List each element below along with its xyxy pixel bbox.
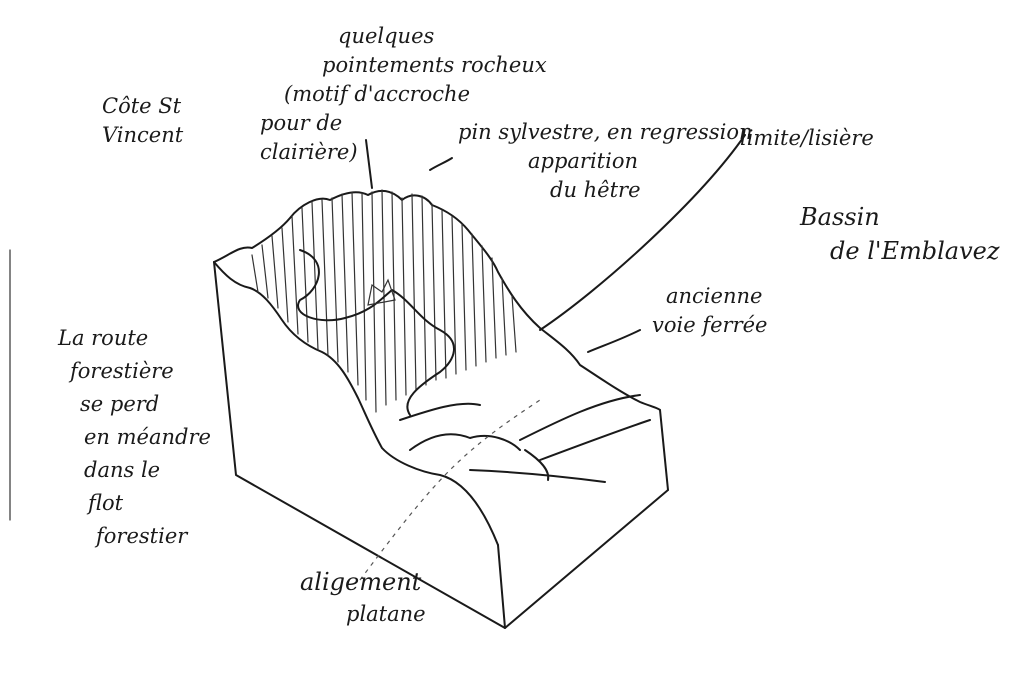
label-line: clairière)	[260, 140, 358, 164]
label-limite-lisiere: limite/lisière	[740, 124, 874, 153]
label-line: Vincent	[102, 123, 184, 147]
block-outline	[213, 189, 669, 629]
label-line: pour de	[260, 111, 343, 135]
label-line: forestier	[96, 524, 188, 548]
label-line: limite/lisière	[740, 126, 874, 150]
label-line: apparition	[528, 149, 639, 173]
label-line: flot	[88, 491, 124, 515]
label-route-forestiere: La route forestière se perd en méandre d…	[58, 322, 211, 553]
rock-outcrop	[367, 278, 396, 306]
label-line: pointements rocheux	[322, 53, 547, 77]
slope-hatching	[251, 189, 517, 413]
label-line: ancienne	[666, 284, 763, 308]
label-ancienne-voie-ferree: ancienne voie ferrée	[652, 282, 767, 340]
label-line: du hêtre	[550, 178, 641, 202]
label-line: pin sylvestre, en regression	[458, 120, 753, 144]
label-line: de l'Emblavez	[830, 237, 1000, 265]
label-cote-st-vincent: Côte St Vincent	[102, 92, 183, 150]
label-line: aligement	[300, 568, 422, 596]
label-line: platane	[346, 602, 426, 626]
label-line: Côte St	[102, 94, 182, 118]
label-line: quelques	[338, 24, 435, 48]
label-line: (motif d'accroche	[284, 82, 471, 106]
label-line: dans le	[84, 458, 161, 482]
label-line: en méandre	[84, 425, 211, 449]
label-bassin-emblavez: Bassin de l'Emblavez	[800, 200, 1000, 268]
leader-lines	[365, 134, 746, 353]
label-line: La route	[58, 326, 149, 350]
tree-alignment	[359, 399, 541, 581]
label-pointements: quelques pointements rocheux (motif d'ac…	[260, 22, 547, 167]
valley-floor	[399, 394, 651, 483]
label-aligement-platane: aligement platane	[300, 566, 426, 630]
label-line: forestière	[70, 359, 174, 383]
label-pin-sylvestre: pin sylvestre, en regression apparition …	[458, 118, 752, 205]
label-line: Bassin	[800, 203, 880, 231]
label-line: voie ferrée	[652, 313, 768, 337]
label-line: se perd	[80, 392, 160, 416]
